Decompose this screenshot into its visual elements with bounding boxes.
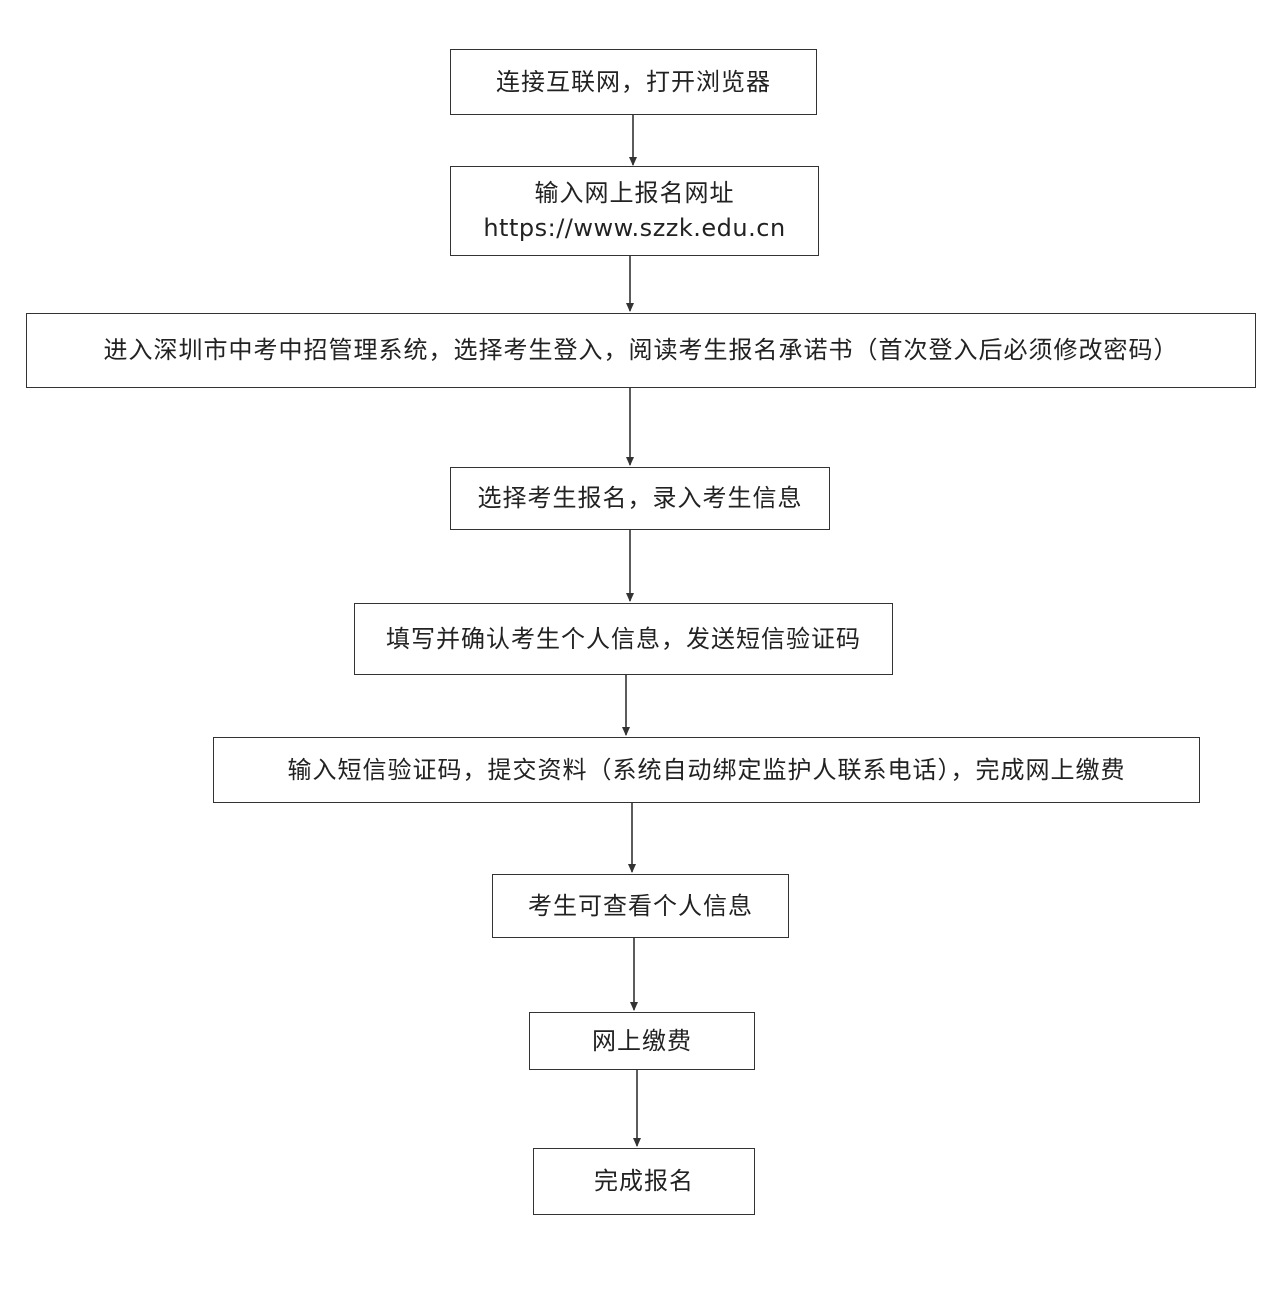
step-submit-verify: 输入短信验证码，提交资料（系统自动绑定监护人联系电话），完成网上缴费 (213, 737, 1200, 803)
step-enter-url: 输入网上报名网址 https://www.szzk.edu.cn (450, 166, 819, 256)
step-text: 考生可查看个人信息 (528, 891, 753, 920)
step-text: 输入短信验证码，提交资料（系统自动绑定监护人联系电话），完成网上缴费 (287, 755, 1126, 784)
step-text: 连接互联网，打开浏览器 (496, 67, 771, 96)
step-text: 填写并确认考生个人信息，发送短信验证码 (386, 624, 861, 653)
step-text: 网上缴费 (592, 1026, 692, 1055)
step-online-payment: 网上缴费 (529, 1012, 755, 1070)
step-view-info: 考生可查看个人信息 (492, 874, 789, 938)
step-confirm-info: 填写并确认考生个人信息，发送短信验证码 (354, 603, 893, 675)
step-text: 输入网上报名网址 (534, 179, 735, 208)
step-select-register: 选择考生报名，录入考生信息 (450, 467, 830, 530)
step-text: 进入深圳市中考中招管理系统，选择考生登入，阅读考生报名承诺书（首次登入后必须修改… (103, 336, 1179, 365)
step-text: 完成报名 (594, 1167, 694, 1196)
step-complete: 完成报名 (533, 1148, 755, 1215)
step-connect-internet: 连接互联网，打开浏览器 (450, 49, 817, 115)
step-text: 选择考生报名，录入考生信息 (477, 484, 803, 513)
registration-url: https://www.szzk.edu.cn (483, 214, 786, 242)
step-login-system: 进入深圳市中考中招管理系统，选择考生登入，阅读考生报名承诺书（首次登入后必须修改… (26, 313, 1256, 388)
